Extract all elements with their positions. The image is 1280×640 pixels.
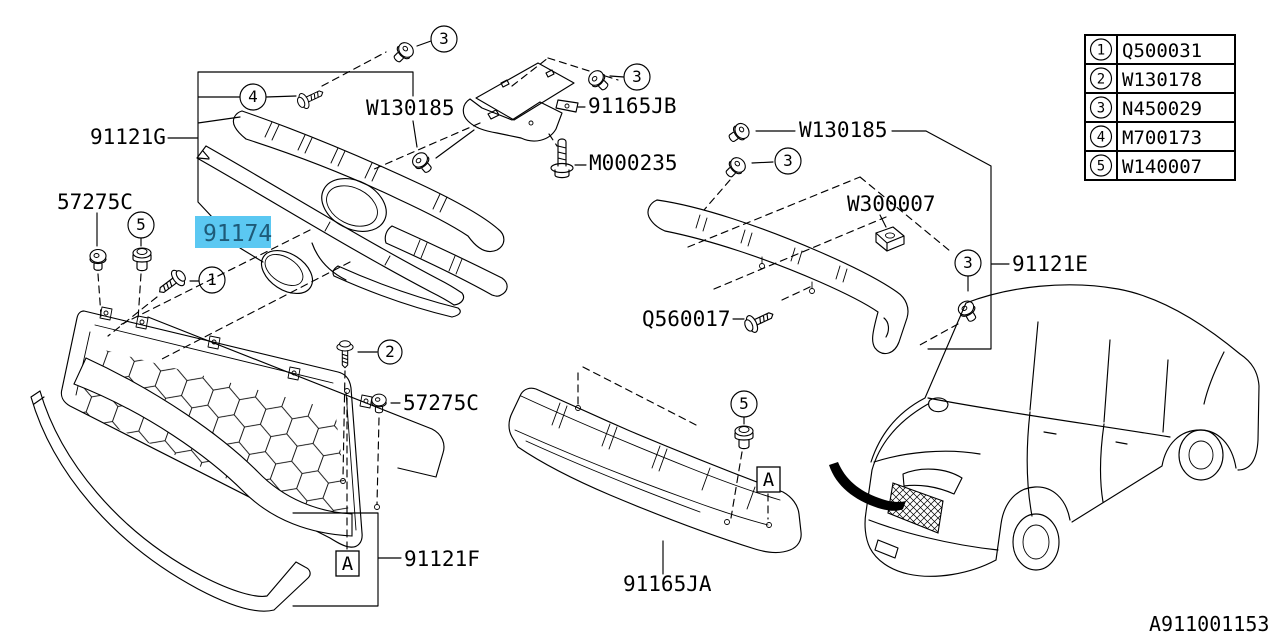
svg-text:3: 3 xyxy=(439,29,449,48)
legend-row[interactable]: 3 N450029 xyxy=(1089,96,1203,120)
svg-text:5: 5 xyxy=(739,394,749,413)
callout-4: 4 xyxy=(239,83,267,111)
vehicle-illustration xyxy=(829,284,1260,577)
clip-icon xyxy=(725,120,753,147)
svg-text:4: 4 xyxy=(248,87,258,106)
part-label-clip-center[interactable]: 57275C xyxy=(403,391,479,415)
lower-cover-group: A 91165JA xyxy=(508,366,802,596)
legend-row-code[interactable]: W140007 xyxy=(1122,156,1202,178)
clip-icon xyxy=(389,39,417,67)
clip-icon xyxy=(721,154,749,182)
screw-icon xyxy=(294,84,327,112)
highlighted-part-label[interactable]: 91174 xyxy=(195,216,272,248)
legend-row-num: 5 xyxy=(1097,159,1105,175)
callout-3b: 3 xyxy=(623,63,651,91)
grommet-icon xyxy=(734,425,754,450)
clip-icon xyxy=(89,248,107,271)
emblem-oval xyxy=(260,249,314,295)
highlight-box[interactable] xyxy=(195,216,271,248)
drawing-number: A911001153 xyxy=(1149,612,1269,636)
section-marker-a: A xyxy=(335,550,360,577)
clip-icon xyxy=(409,149,436,177)
svg-text:3: 3 xyxy=(963,253,973,272)
callout-3a: 3 xyxy=(430,25,458,53)
svg-text:3: 3 xyxy=(632,67,642,86)
svg-text:5: 5 xyxy=(136,215,146,234)
legend-row[interactable]: 4 M700173 xyxy=(1089,125,1203,149)
upper-grille-group: 91121G W130185 57275C 91174 xyxy=(57,39,619,361)
part-label-upper-molding[interactable]: 91121E xyxy=(1012,252,1088,276)
clip-icon xyxy=(585,67,613,95)
legend-row-num: 4 xyxy=(1097,130,1105,146)
legend-row[interactable]: 1 Q500031 xyxy=(1089,38,1203,62)
screw-icon xyxy=(336,340,354,369)
part-label-spacer[interactable]: W300007 xyxy=(847,192,936,216)
svg-text:1: 1 xyxy=(207,270,217,289)
part-label-center-bracket[interactable]: 91165JB xyxy=(588,94,677,118)
callout-1: 1 xyxy=(198,266,226,294)
part-label-front-grille[interactable]: 91121F xyxy=(404,547,480,571)
section-marker-a: A xyxy=(756,466,781,493)
pointer-arrow xyxy=(829,462,906,511)
grommet-icon xyxy=(132,247,152,272)
front-grille-group: A 57275C 91121F xyxy=(30,306,480,612)
legend-row-num: 2 xyxy=(1097,72,1105,88)
part-label-91174[interactable]: 91174 xyxy=(203,221,272,247)
molding-strip-91174 xyxy=(196,145,465,306)
callout-5a: 5 xyxy=(127,211,155,239)
svg-text:3: 3 xyxy=(783,151,793,170)
screw-icon xyxy=(153,266,190,300)
legend-row-code[interactable]: W130178 xyxy=(1122,69,1202,91)
legend-row[interactable]: 5 W140007 xyxy=(1089,154,1203,178)
legend-row-code[interactable]: Q500031 xyxy=(1122,40,1202,62)
callout-5b: 5 xyxy=(730,390,758,418)
legend-row-num: 3 xyxy=(1097,101,1105,117)
callout-3c: 3 xyxy=(774,147,802,175)
part-label-screw-right[interactable]: Q560017 xyxy=(642,307,731,331)
center-bracket-group: 91165JB M000235 xyxy=(462,62,678,179)
part-label-clip-left[interactable]: 57275C xyxy=(57,190,133,214)
legend-row-num: 1 xyxy=(1097,43,1105,59)
callout-circles: 3 3 4 5 1 3 3 2 5 xyxy=(127,25,982,418)
part-label-center-bolt[interactable]: M000235 xyxy=(589,151,678,175)
legend-row-code[interactable]: N450029 xyxy=(1122,98,1202,120)
bolt-icon xyxy=(550,138,574,179)
section-marker-letter: A xyxy=(342,553,354,575)
spacer-icon xyxy=(875,226,905,252)
screw-icon xyxy=(741,305,778,336)
section-marker-letter: A xyxy=(763,469,775,491)
part-label-clip-right[interactable]: W130185 xyxy=(799,118,888,142)
callout-3d: 3 xyxy=(954,249,982,277)
svg-text:2: 2 xyxy=(385,342,395,361)
part-label-clip-top[interactable]: W130185 xyxy=(366,96,455,120)
part-label-upper-grille[interactable]: 91121G xyxy=(90,125,166,149)
part-label-lower-cover[interactable]: 91165JA xyxy=(623,572,712,596)
legend-row[interactable]: 2 W130178 xyxy=(1089,67,1203,91)
right-molding-group: W130185 W300007 91121E Q560017 xyxy=(642,118,1088,355)
callout-2: 2 xyxy=(377,339,403,365)
legend-table: 1 Q500031 2 W130178 3 N450029 4 M700173 … xyxy=(1084,34,1236,181)
legend-row-code[interactable]: M700173 xyxy=(1122,127,1202,149)
